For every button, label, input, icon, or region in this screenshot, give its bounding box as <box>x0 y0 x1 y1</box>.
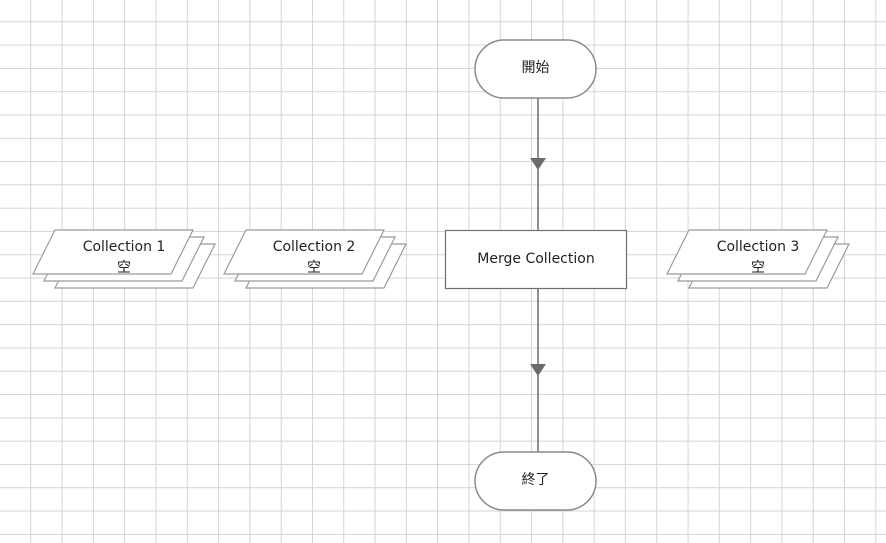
collection-1-shape[interactable] <box>32 229 216 289</box>
collection-2-shape[interactable] <box>223 229 407 289</box>
end-terminator[interactable] <box>474 451 597 511</box>
merge-process-box[interactable] <box>444 229 628 290</box>
collection-3-shape[interactable] <box>666 229 850 289</box>
arrowhead-down-icon <box>530 364 546 376</box>
start-terminator[interactable] <box>474 39 597 99</box>
arrowhead-down-icon <box>530 158 546 170</box>
